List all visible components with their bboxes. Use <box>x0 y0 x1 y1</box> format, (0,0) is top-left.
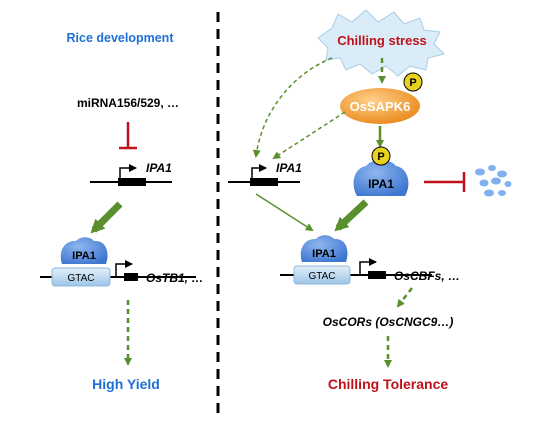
right-ipa1-gene-label: IPA1 <box>276 161 302 175</box>
right-ipa1-protein <box>300 235 348 262</box>
degradation-inhibition-icon <box>424 172 466 192</box>
left-ipa1-gene <box>90 164 172 186</box>
right-gtac-motif: GTAC <box>308 271 335 282</box>
left-heading: Rice development <box>67 31 175 45</box>
kinase-phospho-icon <box>403 72 423 92</box>
ossapk6-kinase <box>340 88 420 124</box>
phospho-ipa1-label: IPA1 <box>368 177 394 191</box>
left-target-gene: OsTB1, … <box>146 271 203 285</box>
gene-to-complex-arrow <box>255 193 314 232</box>
degraded-protein-icon <box>475 165 512 197</box>
downstream-genes: OsCORs (OsCNGC9…) <box>323 315 454 329</box>
left-expression-arrow <box>90 201 123 234</box>
left-ipa1-protein-label: IPA1 <box>72 250 96 262</box>
right-ipa1-protein-label: IPA1 <box>312 248 336 260</box>
ipa1-phospho-icon <box>371 146 391 166</box>
left-outcome: High Yield <box>92 376 160 392</box>
stress-to-gene-curve <box>252 57 333 158</box>
kinase-phospho-label: P <box>409 77 416 89</box>
left-promoter-dna <box>40 260 196 287</box>
right-target-gene: OsCBFs, … <box>394 269 460 283</box>
kinase-to-gene-dashed <box>272 111 346 160</box>
right-promoter-dna <box>280 258 432 285</box>
left-ipa1-gene-label: IPA1 <box>146 161 172 175</box>
phospho-ipa1-protein <box>353 160 409 196</box>
cbf-to-cor-arrow <box>396 287 413 308</box>
right-outcome: Chilling Tolerance <box>328 376 449 392</box>
mirna-label: miRNA156/529, … <box>77 96 179 110</box>
ipa1-phospho-label: P <box>377 151 384 163</box>
chilling-stress-icon <box>317 9 445 77</box>
left-gtac-motif: GTAC <box>67 273 94 284</box>
left-ipa1-protein <box>60 237 108 264</box>
mirna-inhibition-icon <box>119 122 137 150</box>
protein-to-complex-arrow <box>334 199 369 232</box>
chilling-stress-label: Chilling stress <box>337 33 427 48</box>
right-ipa1-gene <box>228 164 300 186</box>
ossapk6-label: OsSAPK6 <box>350 99 411 114</box>
